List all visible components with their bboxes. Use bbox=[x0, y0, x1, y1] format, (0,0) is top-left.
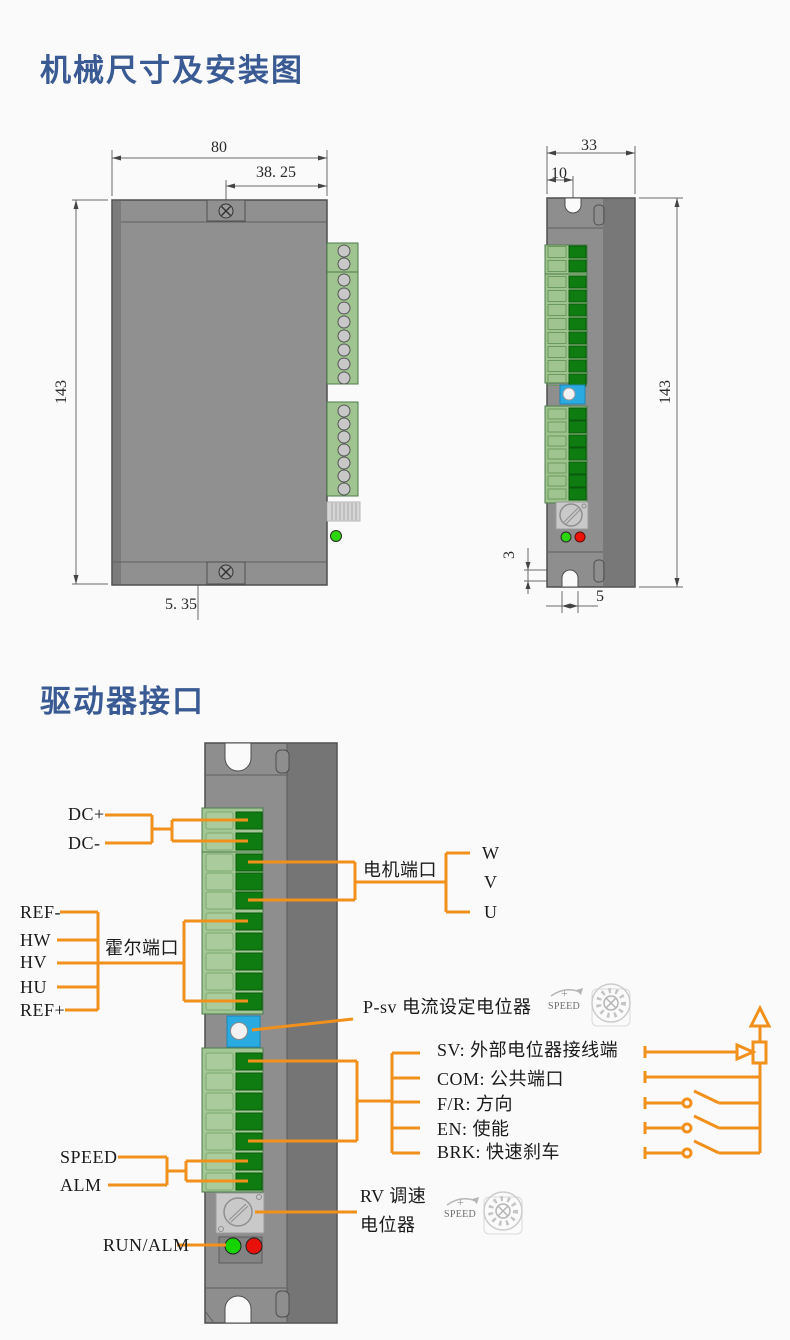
driver-body-right-column bbox=[287, 744, 336, 1322]
dim-front-bottom-offset: 5. 35 bbox=[165, 596, 197, 613]
driver-bottom-slot bbox=[224, 1295, 252, 1324]
speed-dial-icon-2 bbox=[446, 1191, 523, 1235]
front-bottom-screw bbox=[218, 564, 234, 580]
side-red-led bbox=[574, 531, 586, 543]
driver-top-slot bbox=[224, 742, 252, 772]
side-view-drawing bbox=[524, 146, 683, 613]
front-terminal-block-lower bbox=[326, 401, 359, 497]
driver-terminal-panel-lower bbox=[201, 1047, 264, 1193]
label-rv-line1: RV 调速 bbox=[360, 1186, 427, 1206]
front-dimension-lines bbox=[72, 150, 328, 620]
front-view-drawing bbox=[72, 150, 361, 620]
side-green-led bbox=[560, 531, 572, 543]
front-ribbed-connector bbox=[326, 501, 361, 522]
label-com: COM: 公共端口 bbox=[437, 1069, 565, 1089]
label-phase-v: V bbox=[484, 872, 498, 892]
label-brk: BRK: 快速刹车 bbox=[437, 1142, 561, 1162]
side-body-right-column bbox=[603, 199, 634, 586]
section-title-mechanical: 机械尺寸及安装图 bbox=[40, 53, 304, 88]
side-terminal-panel-upper bbox=[544, 244, 588, 387]
label-fr: F/R: 方向 bbox=[437, 1094, 514, 1114]
side-rv-dial bbox=[555, 501, 589, 530]
label-motor-port: 电机端口 bbox=[363, 860, 437, 880]
label-hv: HV bbox=[20, 952, 47, 972]
front-body-left-edge bbox=[113, 201, 121, 584]
label-ref-plus: REF+ bbox=[20, 1000, 66, 1020]
leader-lines bbox=[57, 813, 470, 1247]
dim-front-hole-offset: 38. 25 bbox=[256, 164, 296, 181]
psv-potentiometer bbox=[226, 1015, 261, 1048]
front-green-led bbox=[330, 530, 342, 542]
dim-front-height: 143 bbox=[53, 380, 70, 404]
label-en: EN: 使能 bbox=[437, 1119, 510, 1139]
section-title-interface: 驱动器接口 bbox=[40, 684, 205, 719]
side-top-slot bbox=[564, 197, 582, 214]
driver-top-clip bbox=[275, 749, 290, 774]
side-potentiometer-blue bbox=[559, 384, 586, 405]
label-alm-output: ALM bbox=[60, 1175, 102, 1195]
dim-side-height: 143 bbox=[657, 380, 674, 404]
label-rv-line2: 电位器 bbox=[360, 1215, 416, 1235]
label-phase-w: W bbox=[482, 843, 500, 863]
side-bottom-slot bbox=[561, 569, 579, 588]
alm-led-red bbox=[245, 1237, 263, 1255]
switch-symbol-brk bbox=[643, 1139, 760, 1159]
front-terminal-block-upper bbox=[326, 242, 359, 385]
driver-bottom-clip bbox=[275, 1290, 290, 1318]
front-dimension-arrows bbox=[73, 155, 327, 584]
front-top-screw bbox=[218, 203, 234, 219]
driver-terminal-panel-upper bbox=[201, 807, 264, 1015]
speed-dial-icon-1 bbox=[550, 983, 631, 1027]
side-terminal-panel-lower bbox=[544, 405, 588, 504]
dial1-speed-text: SPEED bbox=[548, 1001, 581, 1012]
arrow-up-symbol bbox=[748, 1004, 772, 1028]
dial1-plus-icon: + bbox=[561, 986, 568, 1000]
external-wiring-schematic bbox=[643, 1004, 772, 1159]
dim-side-slot-width: 5 bbox=[596, 588, 604, 605]
label-dc-minus: DC- bbox=[68, 833, 101, 853]
label-ref-minus: REF- bbox=[20, 902, 62, 922]
side-bottom-clip bbox=[593, 559, 605, 583]
label-psv-potentiometer: P-sv 电流设定电位器 bbox=[363, 997, 532, 1017]
dial2-speed-text: SPEED bbox=[444, 1209, 477, 1220]
label-phase-u: U bbox=[484, 902, 498, 922]
dim-front-width: 80 bbox=[211, 139, 227, 156]
dim-side-slot-offset: 10 bbox=[551, 165, 567, 182]
label-sv: SV: 外部电位器接线端 bbox=[437, 1040, 619, 1060]
switch-symbol-en bbox=[643, 1114, 760, 1134]
interface-driver-body bbox=[201, 742, 338, 1324]
dim-side-width: 33 bbox=[581, 137, 597, 154]
label-hu: HU bbox=[20, 977, 47, 997]
dial2-plus-icon: + bbox=[457, 1195, 464, 1209]
front-body bbox=[111, 199, 328, 586]
side-dimension-arrows bbox=[525, 150, 680, 609]
label-speed-output: SPEED bbox=[60, 1147, 118, 1167]
label-hall-port: 霍尔端口 bbox=[105, 938, 179, 958]
switch-symbol-fr bbox=[643, 1089, 760, 1109]
run-led-green bbox=[224, 1237, 242, 1255]
side-dimension-lines bbox=[524, 146, 683, 613]
label-hw: HW bbox=[20, 930, 51, 950]
dim-side-slot-depth: 3 bbox=[501, 551, 518, 559]
side-top-clip bbox=[593, 204, 605, 226]
label-dc-plus: DC+ bbox=[68, 804, 105, 824]
label-run-alm: RUN/ALM bbox=[103, 1235, 190, 1255]
run-alm-led-panel bbox=[218, 1236, 263, 1264]
